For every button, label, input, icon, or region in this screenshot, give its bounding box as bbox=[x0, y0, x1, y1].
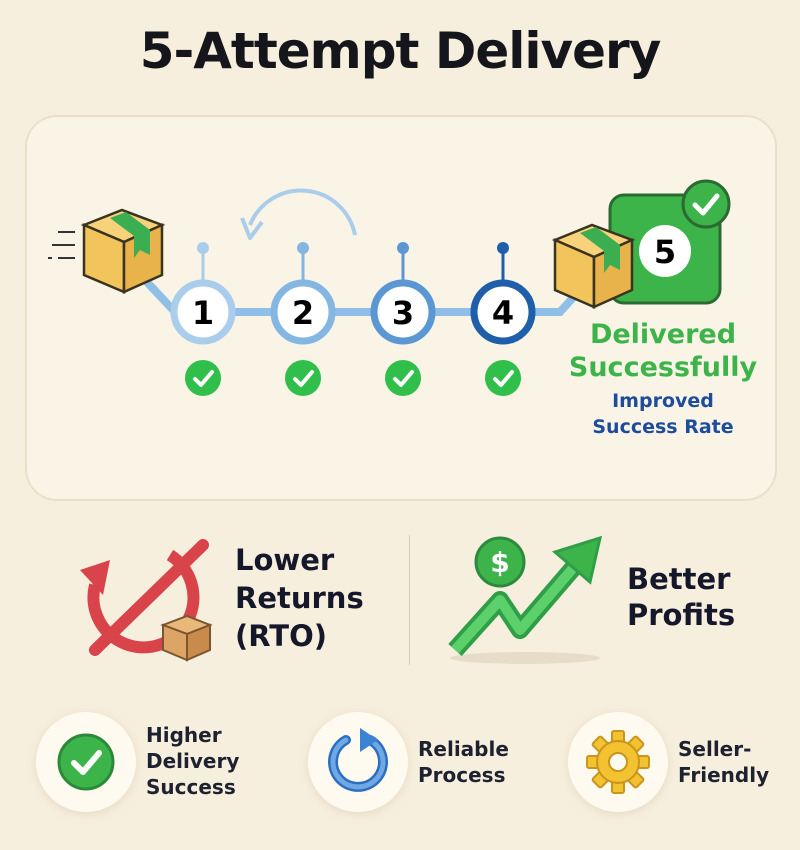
step-check-icon bbox=[485, 360, 521, 396]
step-check-icon bbox=[285, 360, 321, 396]
benefit-better-profits: Better Profits bbox=[627, 561, 735, 633]
check-icon bbox=[57, 733, 115, 791]
package-box-icon bbox=[80, 208, 166, 294]
benefit-lower-returns: Lower Returns (RTO) bbox=[235, 541, 364, 655]
benefit-line: Better bbox=[627, 562, 731, 596]
step-pin-dot bbox=[497, 242, 509, 254]
benefit-line: Reliable bbox=[418, 737, 509, 761]
benefit-line: (RTO) bbox=[235, 619, 327, 653]
step-number: 3 bbox=[392, 294, 414, 332]
process-track bbox=[142, 277, 583, 316]
final-step-number: 5 bbox=[654, 233, 676, 271]
step-number: 4 bbox=[492, 294, 514, 332]
benefit-seller-friendly: Seller- Friendly bbox=[678, 736, 769, 788]
speed-lines-icon bbox=[48, 231, 75, 259]
benefit-reliable-process: Reliable Process bbox=[418, 736, 509, 788]
benefit-line: Process bbox=[418, 763, 506, 787]
step-number: 1 bbox=[192, 294, 214, 332]
benefit-line: Higher bbox=[146, 723, 222, 747]
result-sub-line1: Improved bbox=[612, 390, 714, 412]
package-box-icon bbox=[551, 223, 636, 309]
step-check-icon bbox=[385, 360, 421, 396]
benefit-line: Profits bbox=[627, 598, 736, 632]
refresh-badge bbox=[308, 712, 408, 812]
benefit-line: Delivery bbox=[146, 749, 240, 773]
step-circle bbox=[270, 279, 336, 345]
step-pin-dot bbox=[197, 242, 209, 254]
step-circle bbox=[170, 279, 236, 345]
benefit-line: Seller- bbox=[678, 737, 752, 761]
result-sub-line2: Success Rate bbox=[592, 416, 733, 438]
step-check-icon bbox=[185, 360, 221, 396]
retry-arrow-icon bbox=[248, 188, 357, 236]
dollar-sign: $ bbox=[490, 546, 509, 579]
refresh-icon bbox=[328, 728, 388, 792]
delivered-check-icon bbox=[681, 179, 731, 229]
divider bbox=[409, 535, 410, 665]
gear-icon bbox=[586, 730, 650, 794]
step-circle bbox=[370, 279, 436, 345]
gear-badge bbox=[568, 712, 668, 812]
benefit-line: Returns bbox=[235, 581, 364, 615]
step-number: 2 bbox=[292, 294, 314, 332]
step-pin-dot bbox=[297, 242, 309, 254]
page-title: 5-Attempt Delivery bbox=[139, 22, 662, 80]
rising-profit-icon: $ bbox=[448, 535, 603, 664]
check-badge bbox=[36, 712, 136, 812]
final-step-circle bbox=[639, 225, 691, 277]
no-return-icon bbox=[80, 539, 213, 662]
step-circle bbox=[470, 279, 536, 345]
benefit-line: Friendly bbox=[678, 763, 770, 787]
result-title-line1: Delivered bbox=[590, 319, 736, 350]
step-pin-dot bbox=[397, 242, 409, 254]
benefit-line: Lower bbox=[235, 543, 335, 577]
delivery-process-diagram: 1 2 3 4 5 Delivered Successfully Improved S… bbox=[48, 179, 758, 438]
result-title-line2: Successfully bbox=[569, 352, 758, 383]
benefit-higher-delivery: Higher Delivery Success bbox=[146, 722, 239, 800]
benefit-line: Success bbox=[146, 775, 236, 799]
